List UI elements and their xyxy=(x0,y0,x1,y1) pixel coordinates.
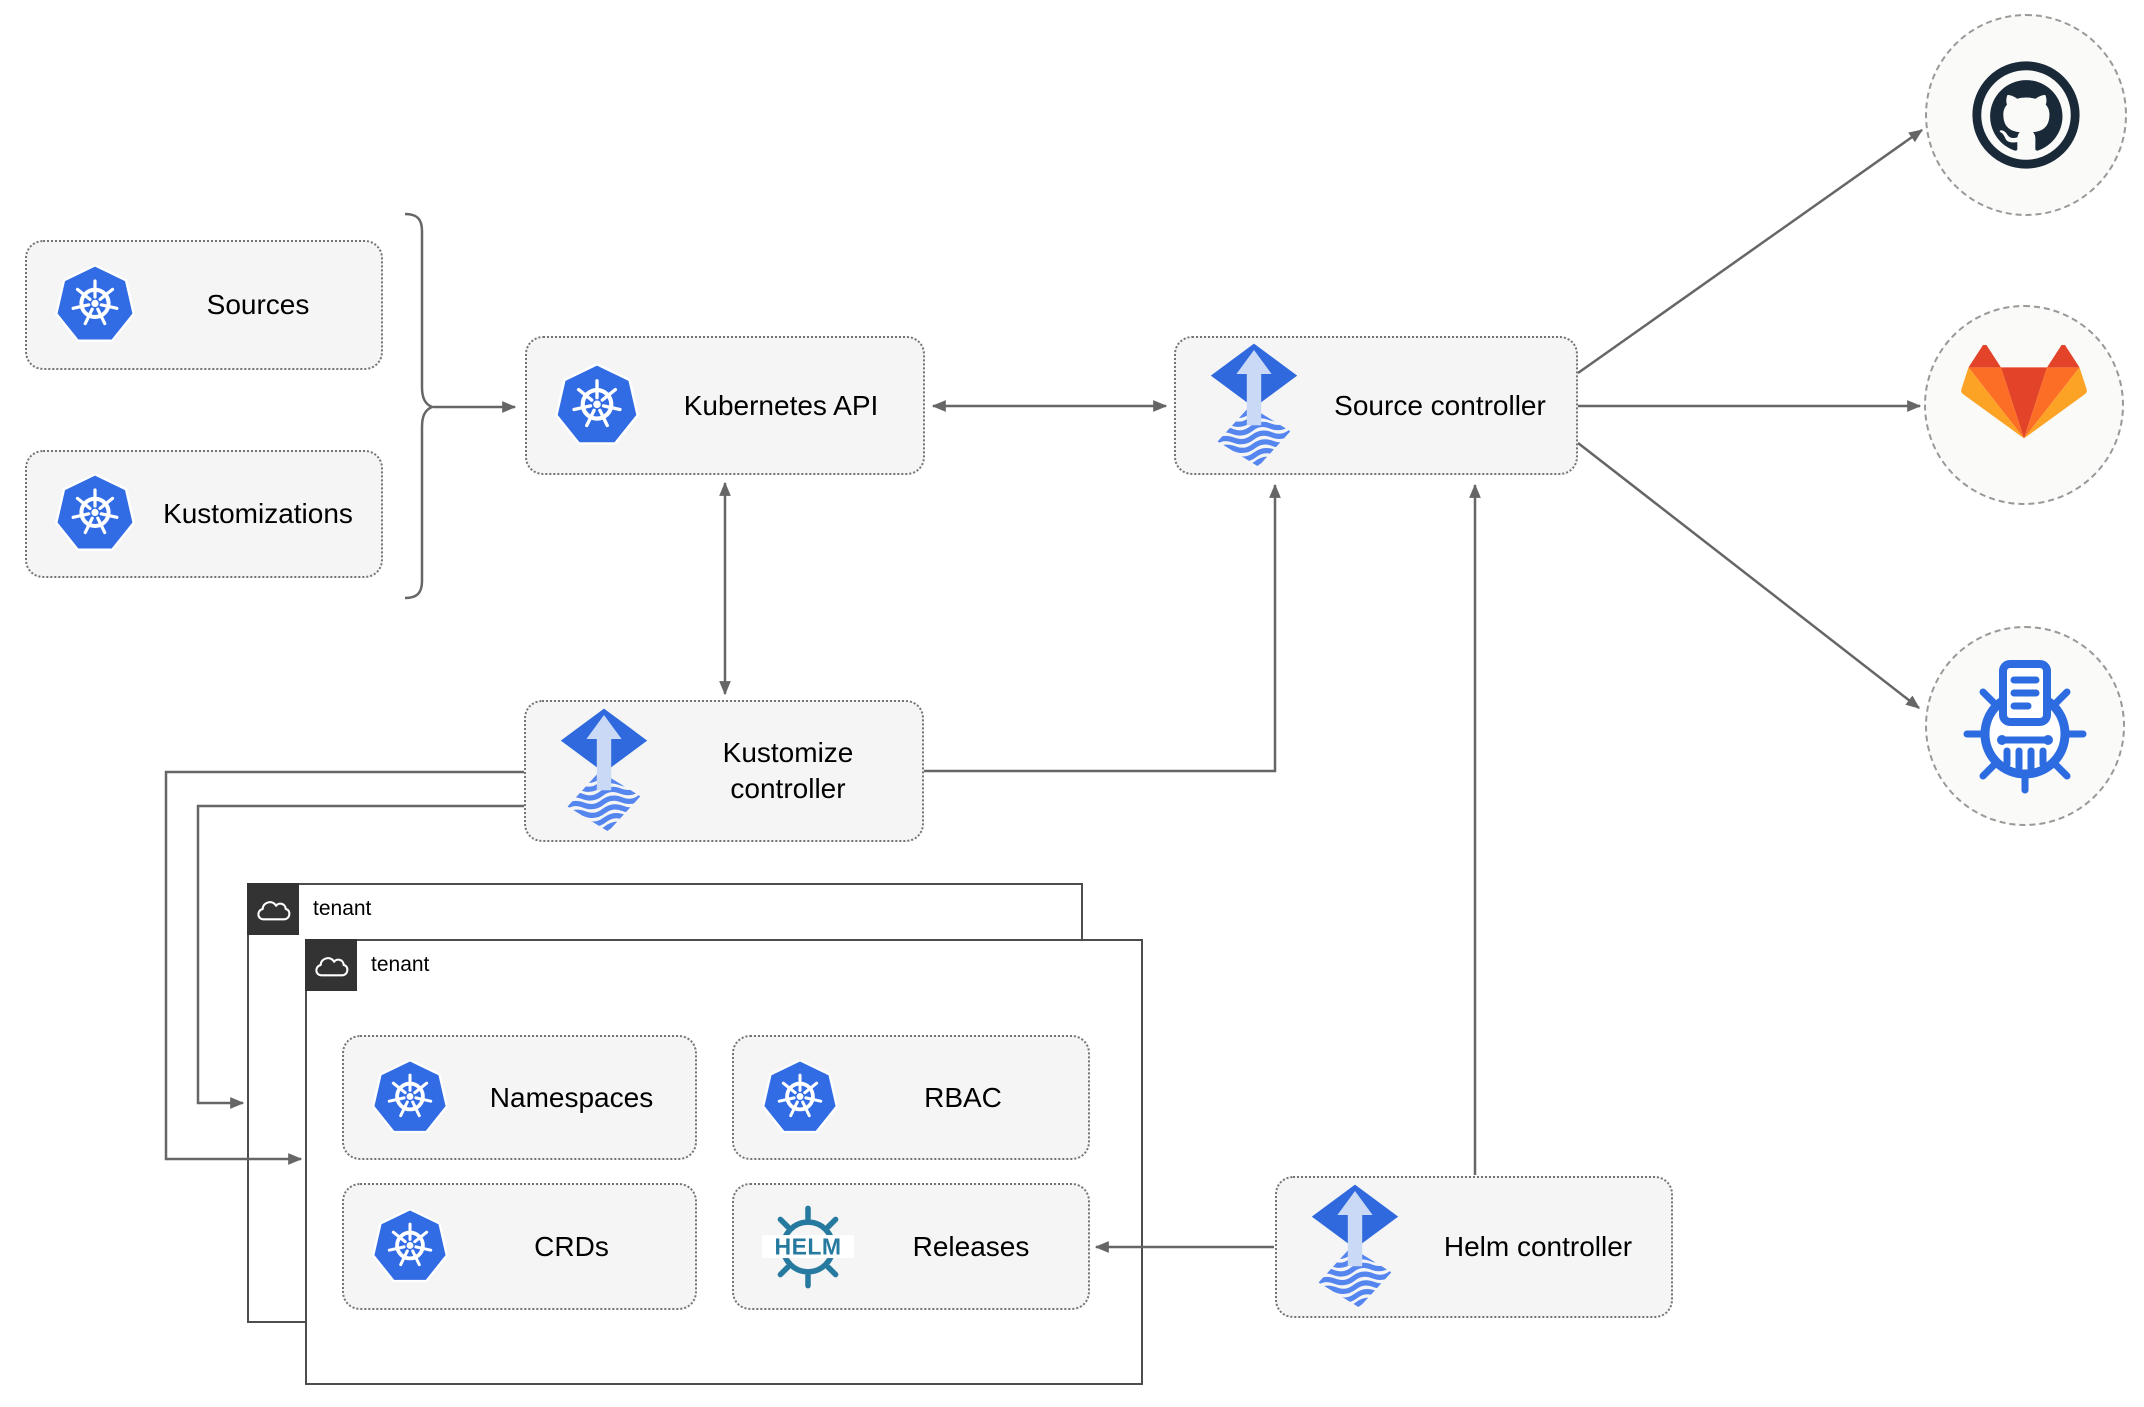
node-kubernetes-api: Kubernetes API xyxy=(525,336,925,475)
kubernetes-icon xyxy=(55,474,135,554)
edge-kustomize-to-tenant-inner xyxy=(164,770,524,1165)
cloud-icon xyxy=(257,901,291,921)
kubernetes-icon xyxy=(372,1059,448,1136)
edge-brace xyxy=(404,212,436,600)
tenant-outer-label: tenant xyxy=(313,897,372,920)
flux-icon xyxy=(1305,1183,1405,1311)
node-label: Sources xyxy=(206,289,310,320)
helm-icon: HELM xyxy=(762,1201,854,1293)
node-releases: HELM Releases xyxy=(732,1183,1090,1310)
flux-icon xyxy=(554,707,654,835)
node-namespaces: Namespaces xyxy=(342,1035,697,1160)
node-crds: CRDs xyxy=(342,1183,697,1310)
node-label: RBAC xyxy=(924,1081,1002,1113)
node-label: Kubernetes API xyxy=(683,389,879,421)
edge-kustomize-to-source-controller xyxy=(924,483,1281,773)
node-label: Source controller xyxy=(1334,389,1546,421)
github-icon xyxy=(1972,61,2080,169)
node-helm-controller: Helm controller xyxy=(1275,1176,1673,1318)
node-kustomize-controller: Kustomize controller xyxy=(524,700,924,842)
endpoint-github xyxy=(1925,14,2127,216)
edge-source-to-chartmuseum xyxy=(1577,442,1920,709)
tenant-outer-tab xyxy=(247,883,299,935)
kubernetes-icon xyxy=(555,363,639,448)
endpoint-gitlab xyxy=(1924,305,2124,505)
kubernetes-icon xyxy=(762,1059,838,1136)
endpoint-chartmuseum xyxy=(1925,626,2125,826)
tenant-inner-tab xyxy=(305,939,357,991)
edge-source-to-github xyxy=(1577,128,1923,375)
node-label: Kustomize controller xyxy=(722,737,854,804)
node-label: Kustomizations xyxy=(163,498,353,529)
chartmuseum-icon xyxy=(1963,660,2087,794)
gitlab-icon xyxy=(1961,345,2087,439)
flux-icon xyxy=(1204,342,1304,470)
tenant-group-inner: tenant xyxy=(305,939,1143,1385)
node-label: Helm controller xyxy=(1443,1231,1633,1262)
node-label: Releases xyxy=(912,1230,1030,1262)
kubernetes-icon xyxy=(55,265,135,345)
node-source-controller: Source controller xyxy=(1174,336,1578,475)
node-label: CRDs xyxy=(534,1230,609,1262)
tenant-inner-label: tenant xyxy=(371,953,430,976)
kubernetes-icon xyxy=(372,1208,448,1285)
node-sources: Sources xyxy=(25,240,383,370)
node-rbac: RBAC xyxy=(732,1035,1090,1160)
edge-kustomize-to-tenant-outer xyxy=(196,804,524,1109)
cloud-icon xyxy=(315,957,349,977)
node-kustomizations: Kustomizations xyxy=(25,450,383,578)
helm-logo-text: HELM xyxy=(775,1233,842,1259)
node-label: Namespaces xyxy=(489,1081,654,1113)
